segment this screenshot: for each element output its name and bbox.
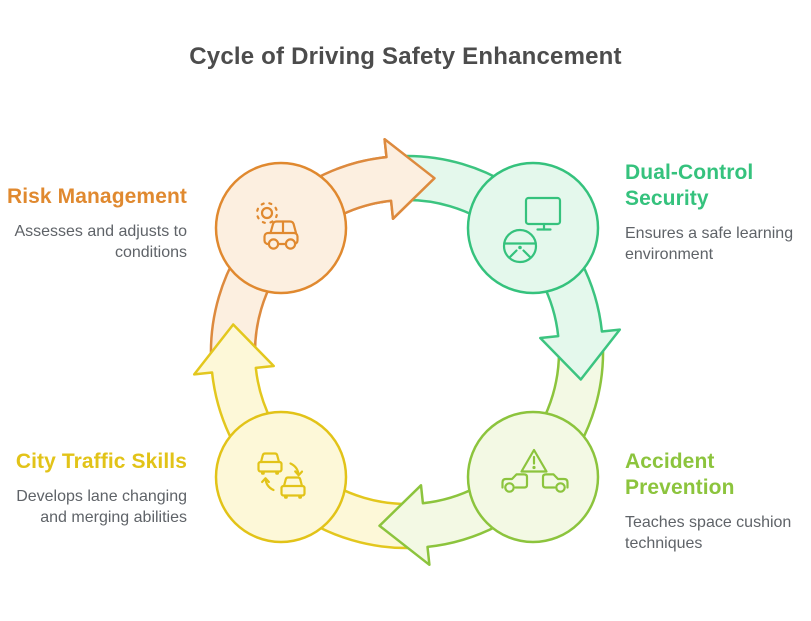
warning-cars-icon	[501, 448, 569, 493]
car-top	[257, 452, 283, 475]
node-desc-risk-management: Assesses and adjusts to conditions	[14, 223, 187, 261]
node-desc-accident-prevention: Teaches space cushion techniques	[625, 514, 792, 552]
accident-circle	[466, 410, 600, 544]
node-text-accident-prevention: Accident Prevention Teaches space cushio…	[625, 449, 810, 554]
sun-core	[260, 206, 274, 220]
node-label-city-traffic-skills: City Traffic Skills	[15, 450, 187, 473]
left-car	[501, 473, 529, 493]
node-circle-dual-control-security	[466, 161, 600, 295]
steering-wheel-monitor-icon	[502, 196, 562, 264]
node-circle-city-traffic-skills	[214, 410, 348, 544]
node-label-accident-prevention: Accident Prevention	[625, 450, 735, 499]
cars-swap-icon	[257, 452, 306, 499]
diagram-title: Cycle of Driving Safety Enhancement	[189, 43, 622, 70]
car-bottom	[280, 476, 306, 499]
node-desc-city-traffic-skills: Develops lane changing and merging abili…	[16, 488, 187, 526]
sun-rays	[255, 201, 279, 225]
right-car	[541, 473, 569, 493]
node-circle-risk-management	[214, 161, 348, 295]
node-desc-dual-control-security: Ensures a safe learning environment	[625, 225, 794, 263]
warning-triangle	[520, 448, 548, 473]
node-circle-accident-prevention	[466, 410, 600, 544]
city-circle	[214, 410, 348, 544]
node-label-dual-control-security: Dual-Control Security	[625, 161, 754, 210]
cycle-arrow-risk-to-dual-head	[336, 137, 436, 220]
risk-circle	[214, 161, 348, 295]
node-text-city-traffic-skills: City Traffic Skills Develops lane changi…	[2, 449, 187, 528]
node-text-risk-management: Risk Management Assesses and adjusts to …	[2, 184, 187, 263]
car-sun-icon	[255, 201, 299, 250]
node-text-dual-control-security: Dual-Control Security Ensures a safe lea…	[625, 160, 810, 265]
dual-circle	[466, 161, 600, 295]
node-label-risk-management: Risk Management	[6, 185, 187, 208]
